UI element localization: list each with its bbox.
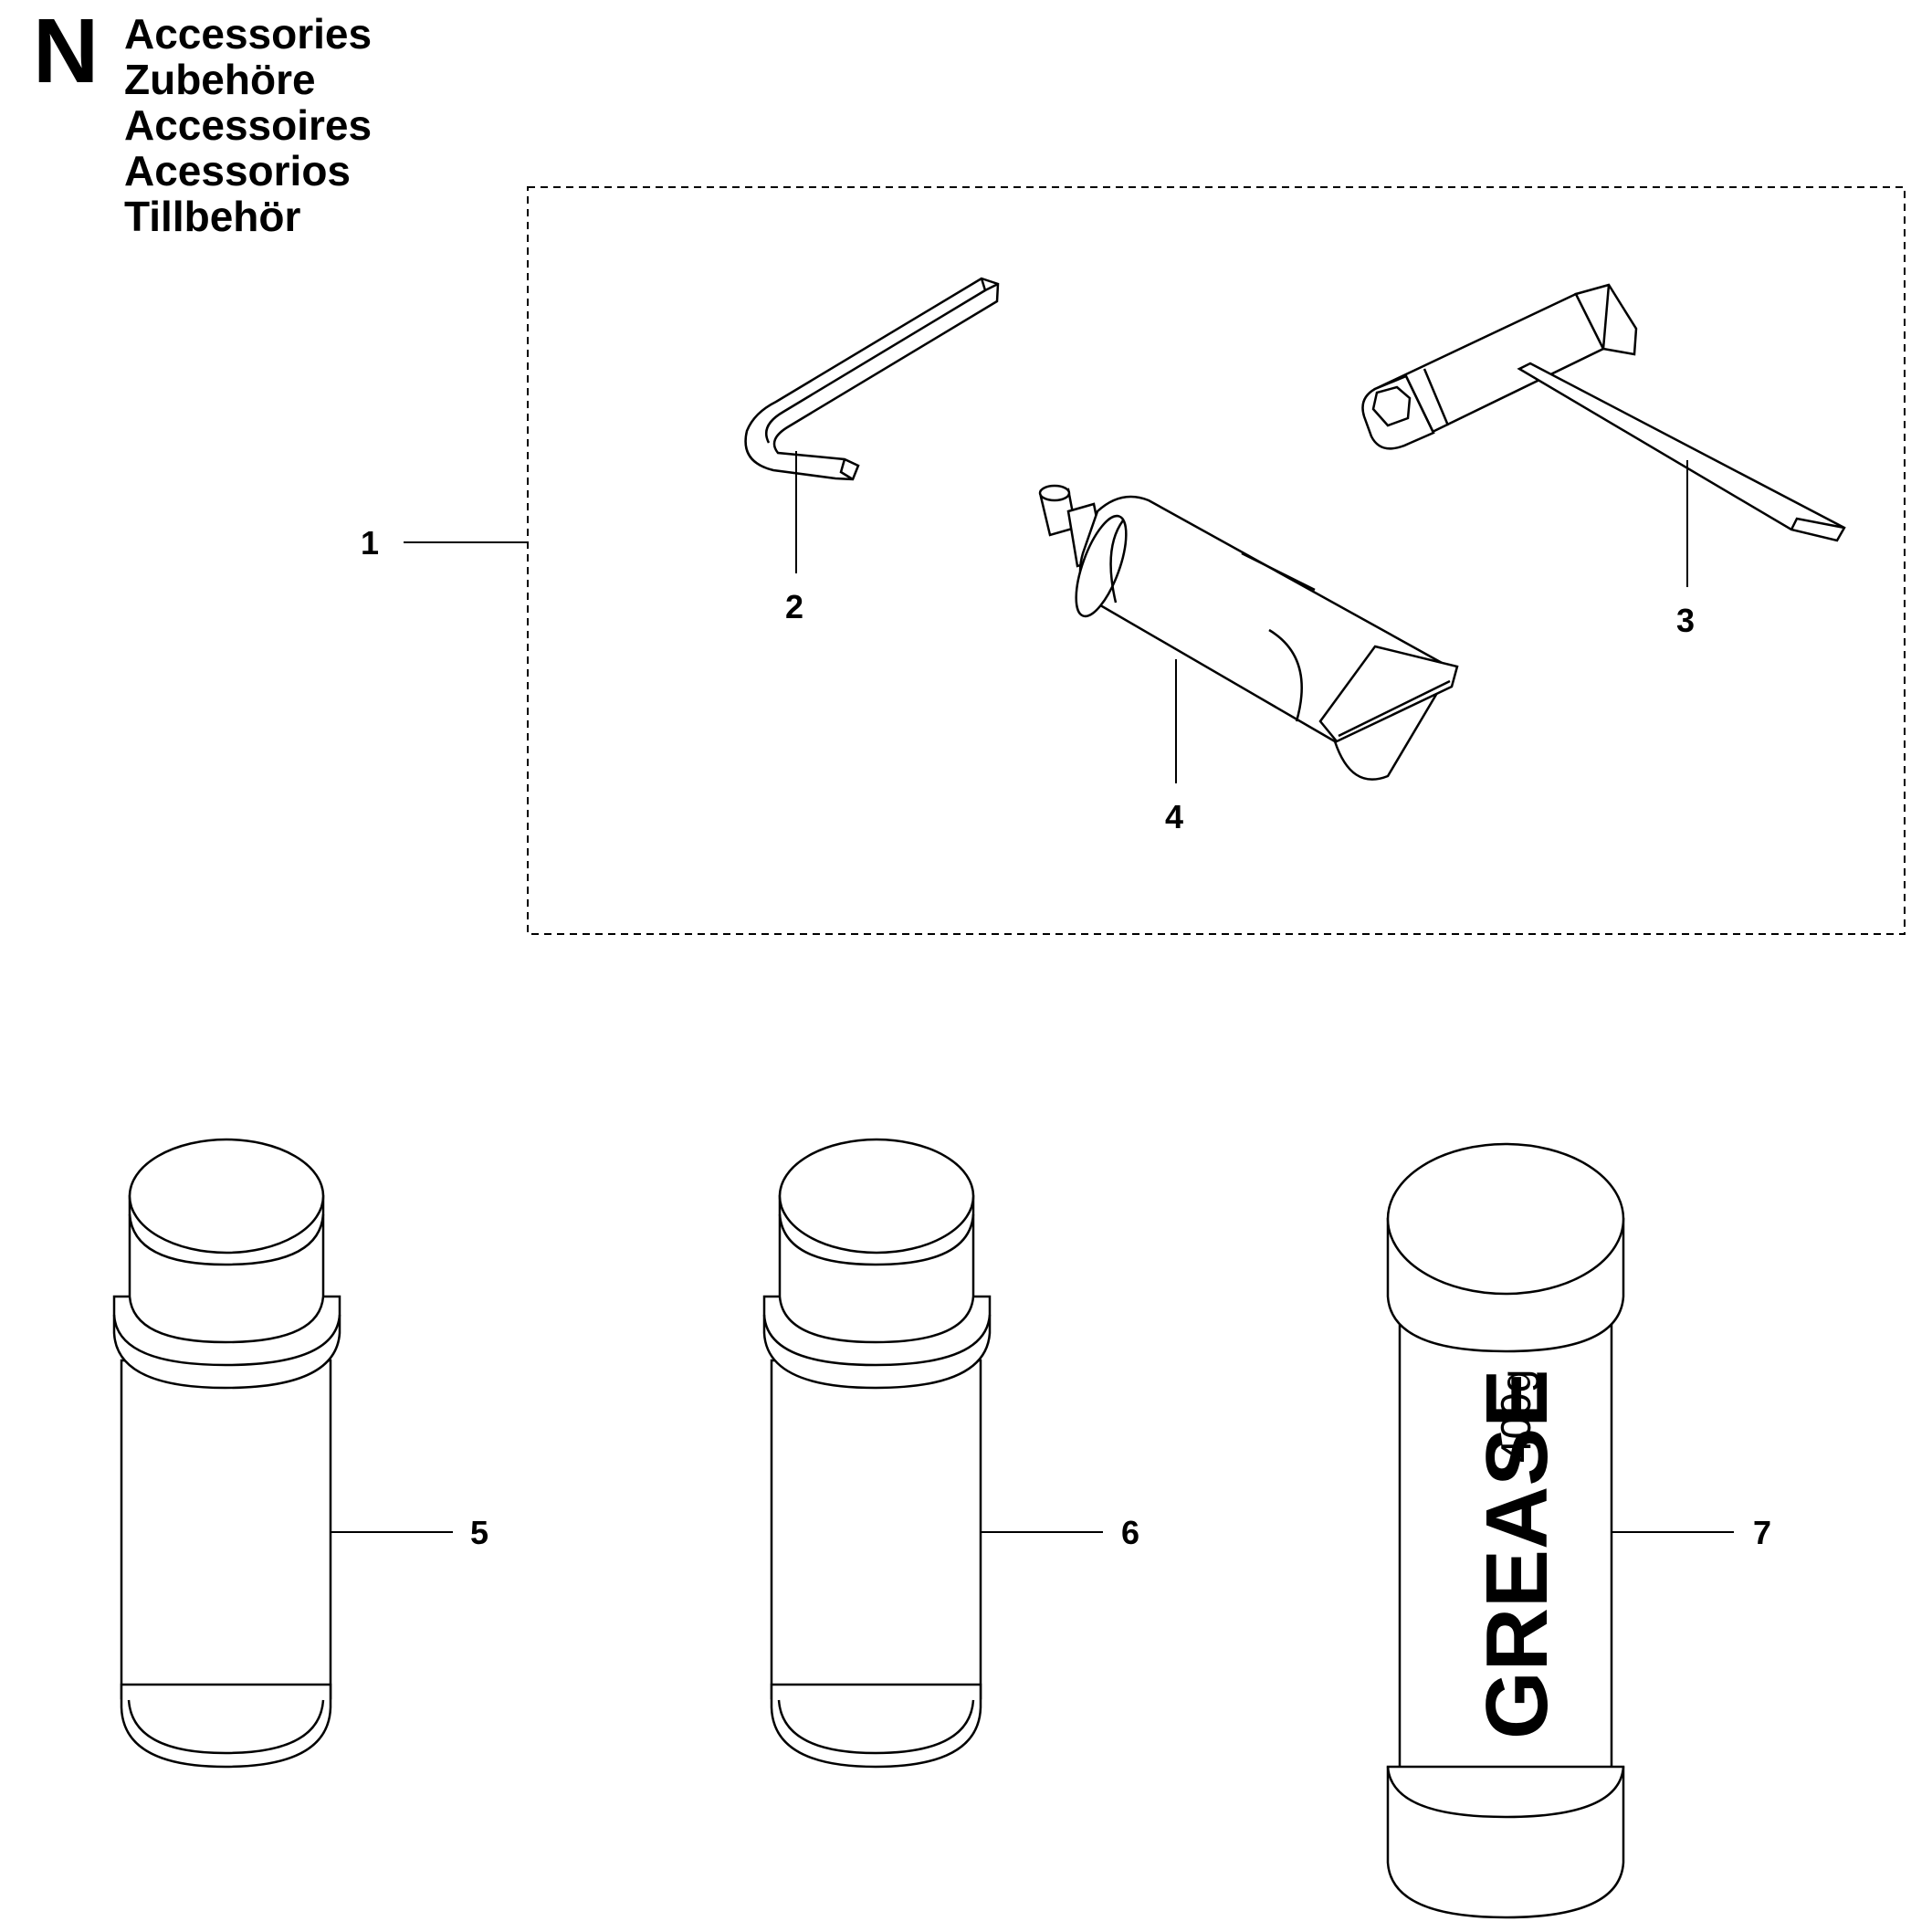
callout-4[interactable]: 4 — [1165, 798, 1183, 835]
title-de: Zubehöre — [124, 56, 316, 103]
spray-can-5-icon — [112, 1138, 341, 1769]
hex-key-icon — [744, 277, 1000, 481]
title-pt: Acessorios — [124, 147, 352, 194]
grease-weight-label: 400g — [1492, 1370, 1539, 1463]
spray-can-6-icon — [762, 1138, 992, 1769]
callout-7[interactable]: 7 — [1753, 1514, 1771, 1551]
title-list: Accessories Zubehöre Accessoires Acessor… — [124, 11, 372, 239]
callout-3[interactable]: 3 — [1676, 602, 1695, 639]
grease-can-icon — [1386, 1142, 1625, 1919]
kit-box — [527, 186, 1906, 935]
callout-5[interactable]: 5 — [470, 1514, 488, 1551]
callout-1[interactable]: 1 — [361, 524, 379, 562]
section-letter: N — [33, 0, 100, 102]
combination-spanner-icon — [1361, 283, 1846, 542]
grease-label: GREASE — [1468, 1370, 1566, 1739]
callout-2[interactable]: 2 — [785, 588, 803, 625]
title-fr: Accessoires — [124, 101, 373, 149]
grease-tube-icon — [1038, 484, 1459, 781]
title-sv: Tillbehör — [124, 193, 301, 240]
callout-6[interactable]: 6 — [1121, 1514, 1139, 1551]
title-en: Accessories — [124, 10, 373, 58]
